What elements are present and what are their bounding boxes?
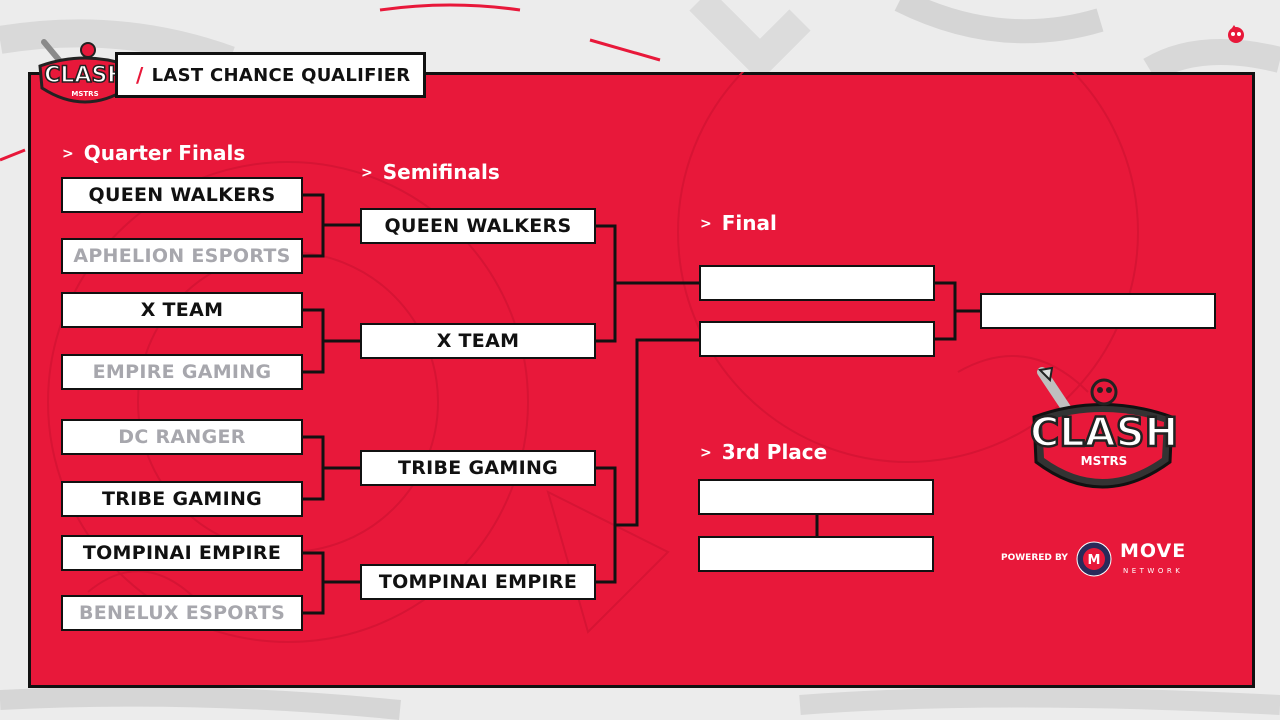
sf-team-slot: TRIBE GAMING <box>360 450 596 486</box>
move-network-icon: M <box>1076 541 1112 577</box>
title-slash: / <box>136 63 144 87</box>
move-mark: M <box>1088 553 1101 568</box>
logo-sub: MSTRS <box>1081 454 1128 468</box>
clash-mstrs-logo-small: CLASH MSTRS <box>38 39 132 104</box>
logo-small-sub: MSTRS <box>71 90 98 98</box>
qf-team-slot: DC RANGER <box>61 419 303 455</box>
sf-team-slot: TOMPINAI EMPIRE <box>360 564 596 600</box>
final-team-slot <box>699 265 935 301</box>
round-label-quarter-finals: > Quarter Finals <box>62 141 245 165</box>
qf-team-slot: EMPIRE GAMING <box>61 354 303 390</box>
qf-team-slot: TOMPINAI EMPIRE <box>61 535 303 571</box>
logo-brand: CLASH <box>1030 410 1178 456</box>
round-label-final: > Final <box>700 211 777 235</box>
round-label-text: Semifinals <box>382 160 500 184</box>
round-label-semifinals: > Semifinals <box>361 160 500 184</box>
logo-small-brand: CLASH <box>44 63 125 88</box>
third-place-team-slot <box>698 536 934 572</box>
round-label-text: Quarter Finals <box>83 141 246 165</box>
qf-team-slot: APHELION ESPORTS <box>61 238 303 274</box>
final-team-slot <box>699 321 935 357</box>
chevron-right-icon: > <box>62 146 74 162</box>
qf-team-slot: TRIBE GAMING <box>61 481 303 517</box>
powered-by-label: POWERED BY <box>1001 553 1068 563</box>
page-title-box: / LAST CHANCE QUALIFIER <box>115 52 426 98</box>
third-place-team-slot <box>698 479 934 515</box>
round-label-text: 3rd Place <box>721 440 828 464</box>
sponsor-sub: NETWORK <box>1123 567 1184 575</box>
sf-team-slot: QUEEN WALKERS <box>360 208 596 244</box>
qf-team-slot: QUEEN WALKERS <box>61 177 303 213</box>
champion-slot <box>980 293 1216 329</box>
qf-team-slot: X TEAM <box>61 292 303 328</box>
page-title: LAST CHANCE QUALIFIER <box>151 64 411 86</box>
chevron-right-icon: > <box>361 165 373 181</box>
round-label-text: Final <box>721 211 777 235</box>
panel-watermark <box>47 72 1139 643</box>
chevron-right-icon: > <box>700 445 712 461</box>
sponsor-name: MOVE <box>1120 540 1187 562</box>
sf-team-slot: X TEAM <box>360 323 596 359</box>
chevron-right-icon: > <box>700 216 712 232</box>
round-label-third-place: >3rd Place <box>700 440 827 464</box>
clash-mstrs-logo: CLASH MSTRS <box>1029 366 1179 489</box>
monster-icon <box>1228 25 1244 43</box>
qf-team-slot: BENELUX ESPORTS <box>61 595 303 631</box>
